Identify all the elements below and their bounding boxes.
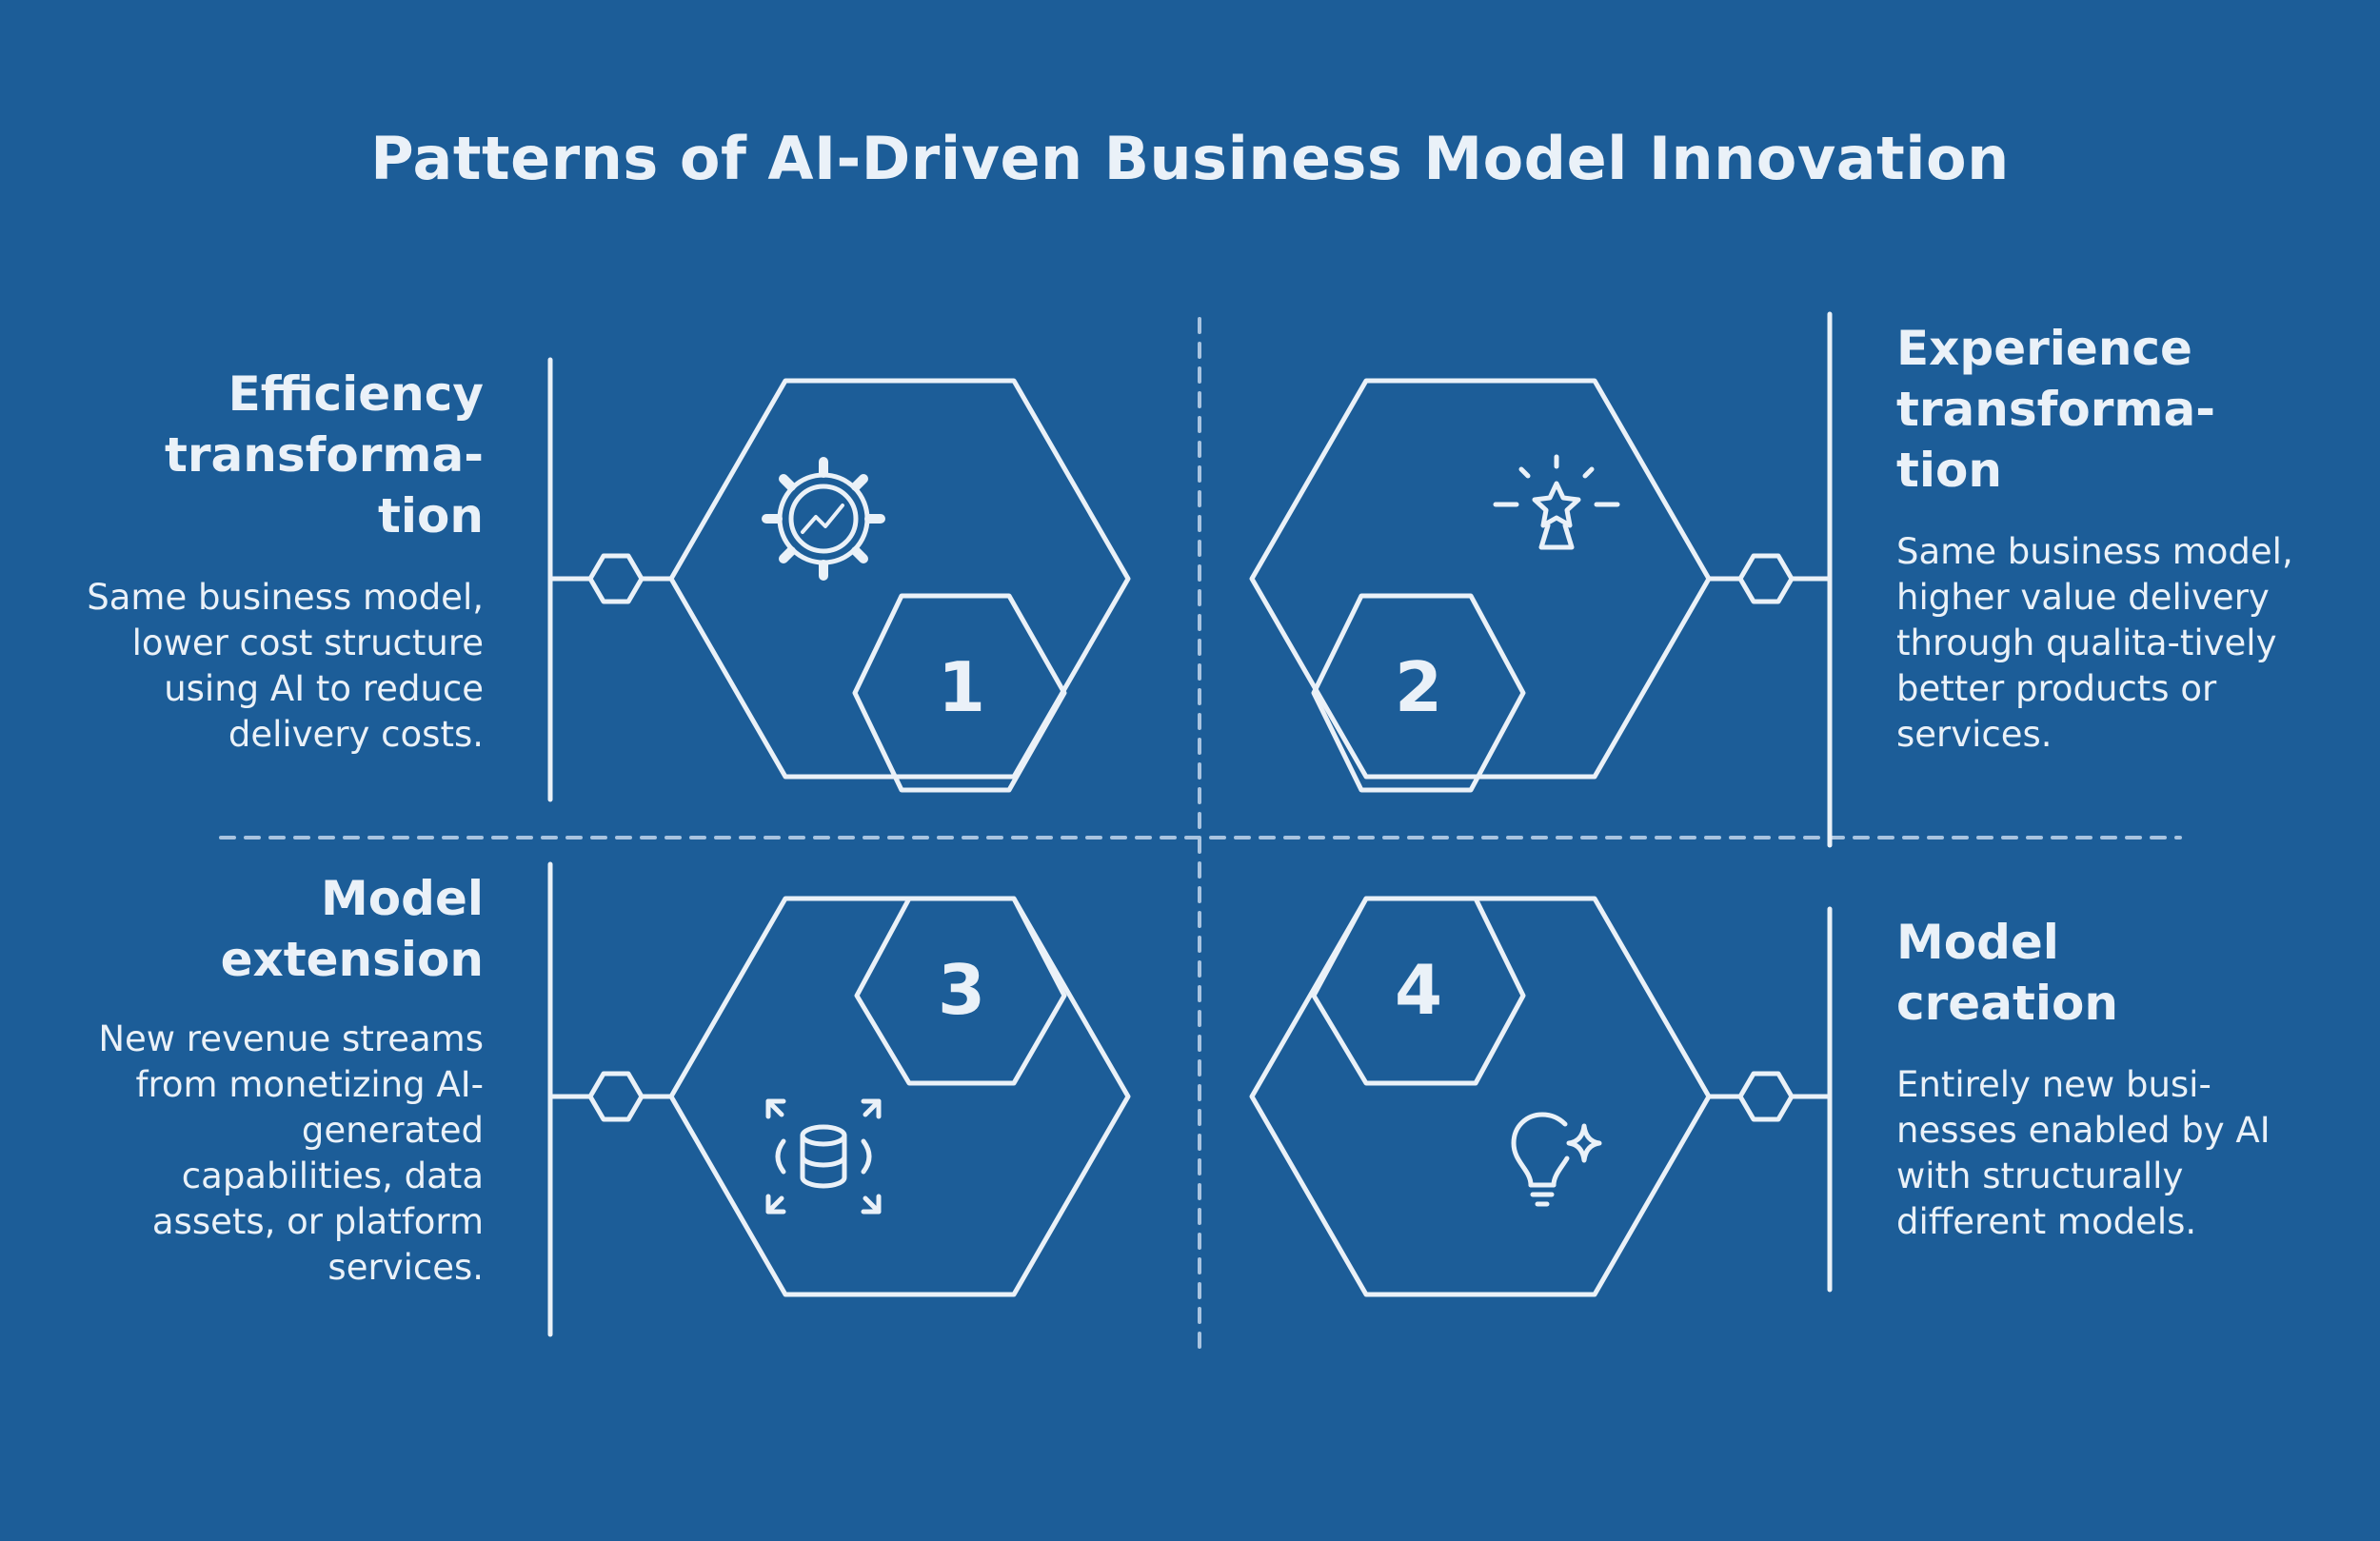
description-model-extension: New revenue streams from monetizing AI-g… — [98, 1018, 484, 1288]
quadrant-4-graphic — [1249, 896, 1833, 1297]
large-hexagon-4 — [1249, 896, 1712, 1297]
description-model-creation: Entirely new busi-nesses enabled by AI w… — [1896, 1064, 2271, 1242]
quadrant-dividers — [219, 317, 2182, 1358]
number-2: 2 — [1394, 647, 1443, 727]
label-model-creation: Model creation — [1896, 915, 2118, 1031]
quadrant-3-graphic — [547, 861, 1131, 1337]
large-hexagon-2 — [1249, 378, 1712, 780]
quadrant-2-graphic — [1249, 311, 1833, 848]
sparkle-star-icon — [1493, 454, 1620, 550]
description-experience-transformation: Same business model, higher value delive… — [1896, 531, 2293, 755]
number-1: 1 — [937, 647, 986, 727]
page-title: Patterns of AI-Driven Business Model Inn… — [370, 124, 2010, 193]
database-expand-icon — [765, 1098, 882, 1215]
connector-hex-1 — [587, 553, 645, 604]
gear-chart-icon — [762, 457, 885, 581]
number-hexagon-2 — [1311, 593, 1526, 793]
label-efficiency-transformation: Efficiency transforma-tion — [164, 366, 484, 543]
quadrant-1-graphic — [547, 357, 1131, 802]
number-4: 4 — [1394, 950, 1443, 1030]
large-hexagon-1 — [668, 378, 1131, 780]
label-experience-transformation: Experience transforma-tion — [1896, 321, 2216, 498]
number-hexagon-1 — [852, 593, 1067, 793]
connector-hex-4 — [1737, 1071, 1795, 1122]
connector-hex-3 — [587, 1071, 645, 1122]
label-model-extension: Model extension — [220, 871, 484, 987]
number-hexagon-4 — [1311, 896, 1526, 1086]
number-hexagon-3 — [854, 896, 1067, 1086]
large-hexagon-3 — [668, 896, 1131, 1297]
lightbulb-sparkle-icon — [1511, 1112, 1602, 1207]
connector-hex-2 — [1737, 553, 1795, 604]
number-3: 3 — [937, 950, 986, 1030]
description-efficiency-transformation: Same business model, lower cost structur… — [87, 577, 484, 755]
